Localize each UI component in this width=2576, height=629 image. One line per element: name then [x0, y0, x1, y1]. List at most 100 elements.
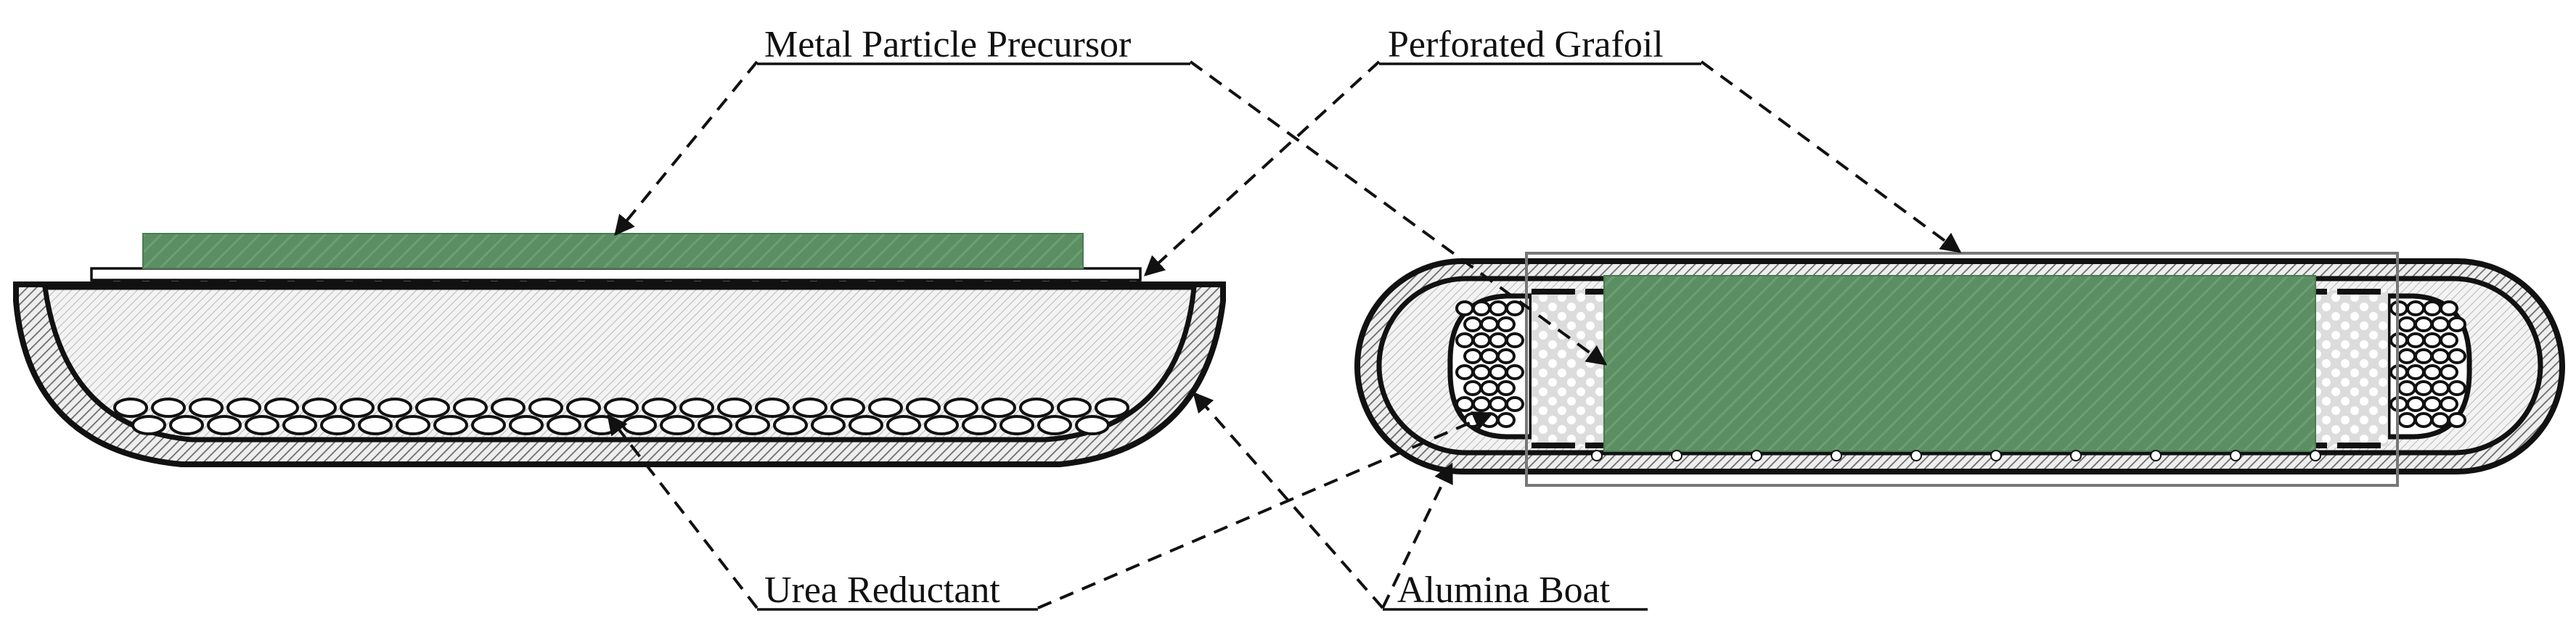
urea-pellet	[2431, 316, 2450, 332]
urea-pellet	[622, 415, 657, 435]
perforation-hole	[2230, 450, 2241, 461]
urea-pellet	[2414, 348, 2433, 364]
urea-pellet	[547, 415, 581, 435]
urea-pellet	[2448, 380, 2466, 396]
urea-pellet	[1480, 380, 1499, 396]
urea-pellet	[2440, 364, 2458, 380]
urea-pellet	[1489, 300, 1508, 316]
urea-pellet	[868, 398, 903, 418]
urea-pellet	[999, 415, 1034, 435]
urea-pellet	[1497, 316, 1516, 332]
urea-pellet	[320, 415, 355, 435]
urea-pellet	[491, 398, 526, 418]
urea-pellet	[981, 398, 1016, 418]
perforation-hole	[2070, 450, 2082, 461]
urea-pellet	[1472, 300, 1491, 316]
urea-pellet	[584, 415, 619, 435]
urea-pellet	[2406, 332, 2425, 348]
urea-pellet	[1489, 364, 1508, 380]
urea-pellet	[2431, 348, 2450, 364]
urea-pellet	[886, 415, 921, 435]
urea-pellet	[698, 415, 732, 435]
label-urea-reductant: Urea Reductant	[764, 570, 1000, 611]
urea-pellet	[2431, 412, 2450, 428]
urea-pellet	[1489, 396, 1508, 412]
perforation-hole	[2150, 450, 2162, 461]
urea-pellet	[2448, 412, 2466, 428]
urea-pellet	[1497, 412, 1516, 428]
urea-pellet	[340, 398, 375, 418]
urea-pellet	[1463, 380, 1482, 396]
urea-pellet	[1455, 396, 1474, 412]
urea-pellet	[1019, 398, 1054, 418]
urea-reductant-pellets-top	[1455, 300, 2466, 428]
perforation-hole	[1591, 450, 1603, 461]
urea-pellet	[2423, 364, 2442, 380]
urea-pellet	[2406, 300, 2425, 316]
urea-pellet	[1480, 316, 1499, 332]
urea-pellet	[302, 398, 337, 418]
urea-pellet	[944, 398, 978, 418]
urea-pellet	[849, 415, 883, 435]
urea-pellet	[433, 415, 468, 435]
urea-pellet	[2397, 316, 2416, 332]
urea-pellet	[1057, 398, 1092, 418]
urea-pellet	[566, 398, 601, 418]
perforation-hole	[1831, 450, 1842, 461]
urea-pellet	[1075, 415, 1110, 435]
urea-pellet	[906, 398, 941, 418]
top-view-frame	[1525, 252, 2399, 487]
urea-pellet	[735, 415, 770, 435]
metal-particle-precursor-top	[1603, 275, 2316, 452]
perforation-hole	[1751, 450, 1762, 461]
urea-pellet	[1472, 364, 1491, 380]
urea-pellet	[1489, 332, 1508, 348]
grafoil-perforations	[1591, 450, 2321, 461]
label-perforated-grafoil: Perforated Grafoil	[1388, 24, 1664, 65]
urea-pellet	[679, 398, 714, 418]
leader-lines	[607, 60, 1962, 609]
urea-pellet	[226, 398, 261, 418]
urea-pellet	[604, 398, 639, 418]
urea-pellet	[207, 415, 242, 435]
urea-pellet	[1505, 396, 1524, 412]
urea-pellet	[2414, 316, 2433, 332]
label-metal-particle-precursor: Metal Particle Precursor	[764, 24, 1131, 65]
urea-pellet	[264, 398, 299, 418]
urea-pellet	[2448, 316, 2466, 332]
urea-pellet	[113, 398, 148, 418]
urea-pellet	[509, 415, 544, 435]
urea-pellet	[1095, 398, 1129, 418]
urea-pellet	[396, 415, 430, 435]
urea-pellet	[924, 415, 959, 435]
urea-pellet	[2423, 332, 2442, 348]
label-alumina-boat: Alumina Boat	[1397, 570, 1611, 611]
urea-pellet	[282, 415, 317, 435]
urea-pellet	[1463, 316, 1482, 332]
perforated-grafoil-side	[90, 267, 1142, 284]
urea-pellet	[2440, 332, 2458, 348]
urea-pellet	[2440, 300, 2458, 316]
perforation-hole	[1990, 450, 2002, 461]
urea-pellet	[377, 398, 412, 418]
urea-pellet	[1480, 348, 1499, 364]
urea-pellet	[471, 415, 506, 435]
urea-pellet	[2431, 380, 2450, 396]
labels: Metal Particle Precursor Perforated Graf…	[757, 24, 1701, 611]
urea-pellet	[793, 398, 827, 418]
urea-pellet	[660, 415, 695, 435]
urea-pellet	[755, 398, 790, 418]
urea-pellet	[1463, 348, 1482, 364]
urea-pellet	[1455, 300, 1474, 316]
urea-pellet	[358, 415, 393, 435]
urea-pellet	[2397, 348, 2416, 364]
top-view	[1354, 252, 2565, 487]
urea-pellet	[2414, 412, 2433, 428]
urea-pellet	[528, 398, 563, 418]
urea-pellet	[830, 398, 865, 418]
urea-pellet	[2397, 412, 2416, 428]
urea-pellet	[1505, 300, 1524, 316]
urea-pellet	[1497, 348, 1516, 364]
urea-pellet	[773, 415, 808, 435]
